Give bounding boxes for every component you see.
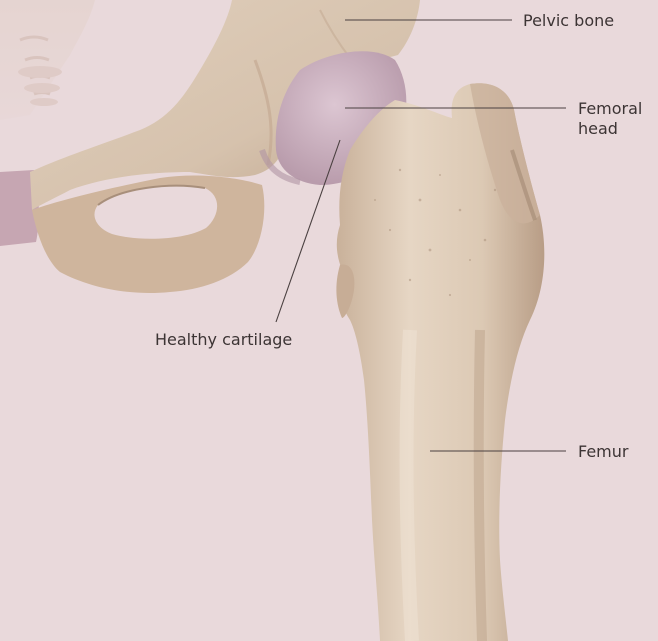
femoral-head-label-line1: Femoral xyxy=(578,99,642,118)
sacrum-shape xyxy=(0,0,95,120)
femur-shape xyxy=(336,83,544,641)
femoral-head-label-line2: head xyxy=(578,119,618,138)
femur-label: Femur xyxy=(578,442,629,461)
pelvic-bone-label: Pelvic bone xyxy=(523,11,614,30)
healthy-cartilage-label: Healthy cartilage xyxy=(155,330,292,349)
